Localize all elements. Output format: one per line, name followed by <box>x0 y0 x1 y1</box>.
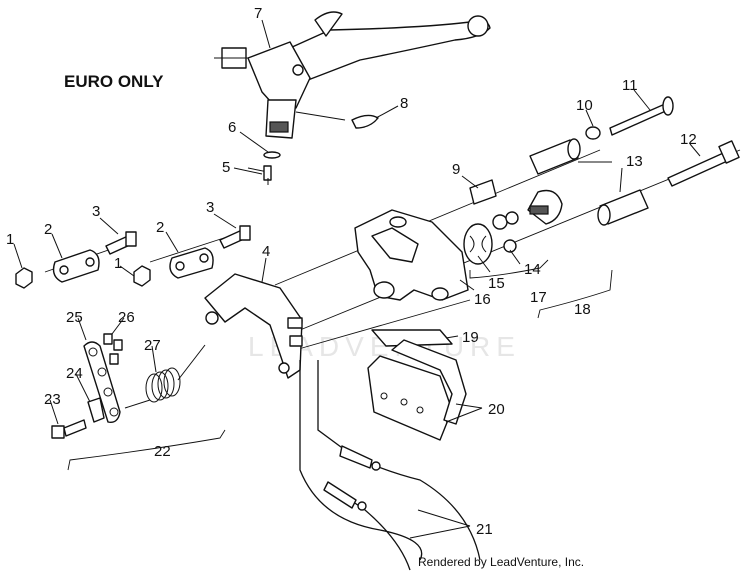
callout-1-left: 1 <box>6 231 14 248</box>
brake-cables-part-21 <box>299 360 481 571</box>
callout-10: 10 <box>576 97 593 114</box>
callout-5: 5 <box>222 159 230 176</box>
callout-16: 16 <box>474 291 491 308</box>
callout-24: 24 <box>66 365 83 382</box>
callout-3-left: 3 <box>92 203 100 220</box>
bushing-part-13-lower <box>597 189 649 226</box>
nut-part-1-left <box>15 267 33 289</box>
spring-part-27 <box>124 344 206 409</box>
callout-14: 14 <box>524 261 541 278</box>
callout-12: 12 <box>680 131 697 148</box>
callout-21: 21 <box>476 521 493 538</box>
plate-part-25 <box>83 341 121 423</box>
washer-part-6 <box>263 151 281 159</box>
nut-part-1-mid <box>133 265 151 287</box>
shim-part-19 <box>371 329 453 347</box>
link-part-2-left <box>52 249 100 283</box>
callout-18: 18 <box>574 301 591 318</box>
callout-17: 17 <box>530 289 547 306</box>
shim-part-9 <box>469 179 497 205</box>
callout-13: 13 <box>626 153 643 170</box>
callout-1-mid: 1 <box>114 255 122 272</box>
washer-part-10 <box>585 126 601 140</box>
bolt-part-11 <box>609 96 674 136</box>
brace-18 <box>537 269 613 319</box>
seal-part-15 <box>463 223 493 265</box>
callout-6: 6 <box>228 119 236 136</box>
callout-23: 23 <box>44 391 61 408</box>
bracket-part-4 <box>204 273 303 379</box>
clip-part-8 <box>351 114 379 129</box>
screw-part-5 <box>247 165 272 185</box>
callout-27: 27 <box>144 337 161 354</box>
callout-15: 15 <box>488 275 505 292</box>
callout-9: 9 <box>452 161 460 178</box>
callout-numbers: 1 2 3 4 5 6 7 8 9 10 11 12 13 14 15 16 1… <box>6 5 697 538</box>
callout-8: 8 <box>400 95 408 112</box>
callout-22: 22 <box>154 443 171 460</box>
brake-pads-part-20 <box>367 339 467 441</box>
callout-19: 19 <box>462 329 479 346</box>
callout-4: 4 <box>262 243 270 260</box>
euro-only-heading: EURO ONLY <box>64 72 164 91</box>
bolt-part-23 <box>51 419 87 439</box>
callout-2-left: 2 <box>44 221 52 238</box>
bolt-part-12 <box>667 140 740 187</box>
bolt-part-3-mid <box>219 225 251 249</box>
brace-17 <box>469 259 549 279</box>
bolt-part-3-left <box>105 231 137 255</box>
callout-26: 26 <box>118 309 135 326</box>
link-part-2-mid <box>169 247 214 279</box>
bracket-brace-22 <box>67 429 226 471</box>
clip-part-24 <box>87 397 105 423</box>
footer-credit: Rendered by LeadVenture, Inc. <box>418 555 585 569</box>
piston-part-14 <box>492 189 563 253</box>
caliper-body-part-16 <box>354 209 469 301</box>
brake-lever-assembly <box>214 11 491 139</box>
callout-25: 25 <box>66 309 83 326</box>
callout-20: 20 <box>488 401 505 418</box>
bushing-part-13-upper <box>529 138 581 175</box>
callout-2-mid: 2 <box>156 219 164 236</box>
callout-7: 7 <box>254 5 262 22</box>
leader-lines <box>13 19 701 539</box>
callout-11: 11 <box>622 77 638 94</box>
rivets-part-26 <box>103 333 123 365</box>
callout-3-mid: 3 <box>206 199 214 216</box>
